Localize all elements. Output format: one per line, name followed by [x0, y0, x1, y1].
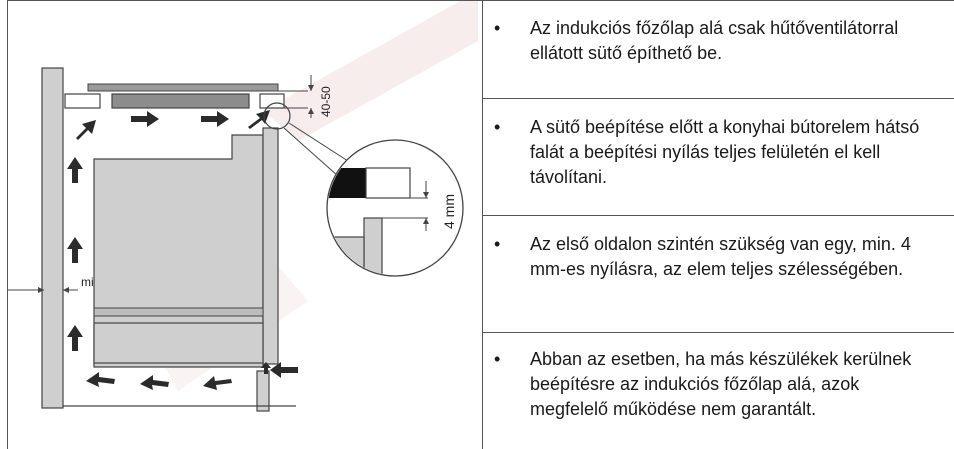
arrow-left-1 — [86, 372, 115, 387]
instruction-item: • Az indukciós főzőlap alá csak hűtővent… — [483, 0, 954, 98]
arrow-up-3 — [67, 325, 83, 351]
row-divider — [483, 215, 954, 216]
arrow-diagonal-right — [248, 110, 270, 129]
worktop-right — [259, 93, 285, 109]
detail-source-circle — [263, 102, 291, 130]
opening-dimension-label: 4 mm — [441, 194, 457, 229]
oven-front-panel — [262, 127, 279, 365]
airflow-arrows — [67, 110, 298, 390]
installation-diagram: min. 20 40-50 — [8, 1, 478, 412]
arrow-up-plinth — [261, 362, 271, 374]
arrow-up-1 — [67, 157, 83, 183]
column-divider — [482, 0, 483, 449]
bullet: • — [494, 234, 501, 254]
detail-oven — [328, 236, 365, 275]
table-left-border — [7, 0, 8, 449]
bullet: • — [494, 117, 501, 137]
cabinet-left-wall — [41, 67, 64, 409]
cooktop-body — [111, 93, 250, 109]
bullet: • — [494, 18, 501, 38]
instruction-text: Az indukciós főzőlap alá csak hűtőventil… — [530, 18, 899, 63]
arrow-left-2 — [140, 375, 169, 390]
arrow-diagonal-left — [76, 120, 96, 140]
gap-dimension-label: 40-50 — [319, 86, 333, 117]
detail-front-panel — [363, 217, 383, 275]
oven-drawer — [93, 322, 264, 364]
row-divider — [483, 98, 954, 99]
instruction-text: Abban az esetben, ha más készülékek kerü… — [530, 349, 912, 419]
cabinet-plinth — [256, 370, 270, 412]
oven-shelf — [93, 307, 264, 317]
instruction-item: • Abban az esetben, ha más készülékek ke… — [483, 333, 954, 449]
arrow-up-2 — [67, 237, 83, 263]
arrow-left-3 — [203, 376, 232, 390]
instruction-item: • A sütő beépítése előtt a konyhai bútor… — [483, 99, 954, 215]
arrow-inflow — [270, 362, 298, 378]
row-divider — [483, 332, 954, 333]
worktop-left — [64, 93, 101, 109]
cooktop-plate — [87, 83, 279, 92]
instruction-text: A sütő beépítése előtt a konyhai bútorel… — [530, 117, 920, 187]
bullet: • — [494, 349, 501, 369]
table-top-border — [7, 0, 954, 1]
instruction-list: • Az indukciós főzőlap alá csak hűtővent… — [483, 0, 954, 449]
detail-worktop — [365, 167, 411, 199]
instruction-item: • Az első oldalon szintén szükség van eg… — [483, 216, 954, 332]
instruction-text: Az első oldalon szintén szükség van egy,… — [530, 234, 911, 279]
arrow-right-1 — [131, 111, 159, 127]
arrow-right-2 — [201, 111, 229, 127]
detail-magnifier: 4 mm — [326, 139, 464, 277]
